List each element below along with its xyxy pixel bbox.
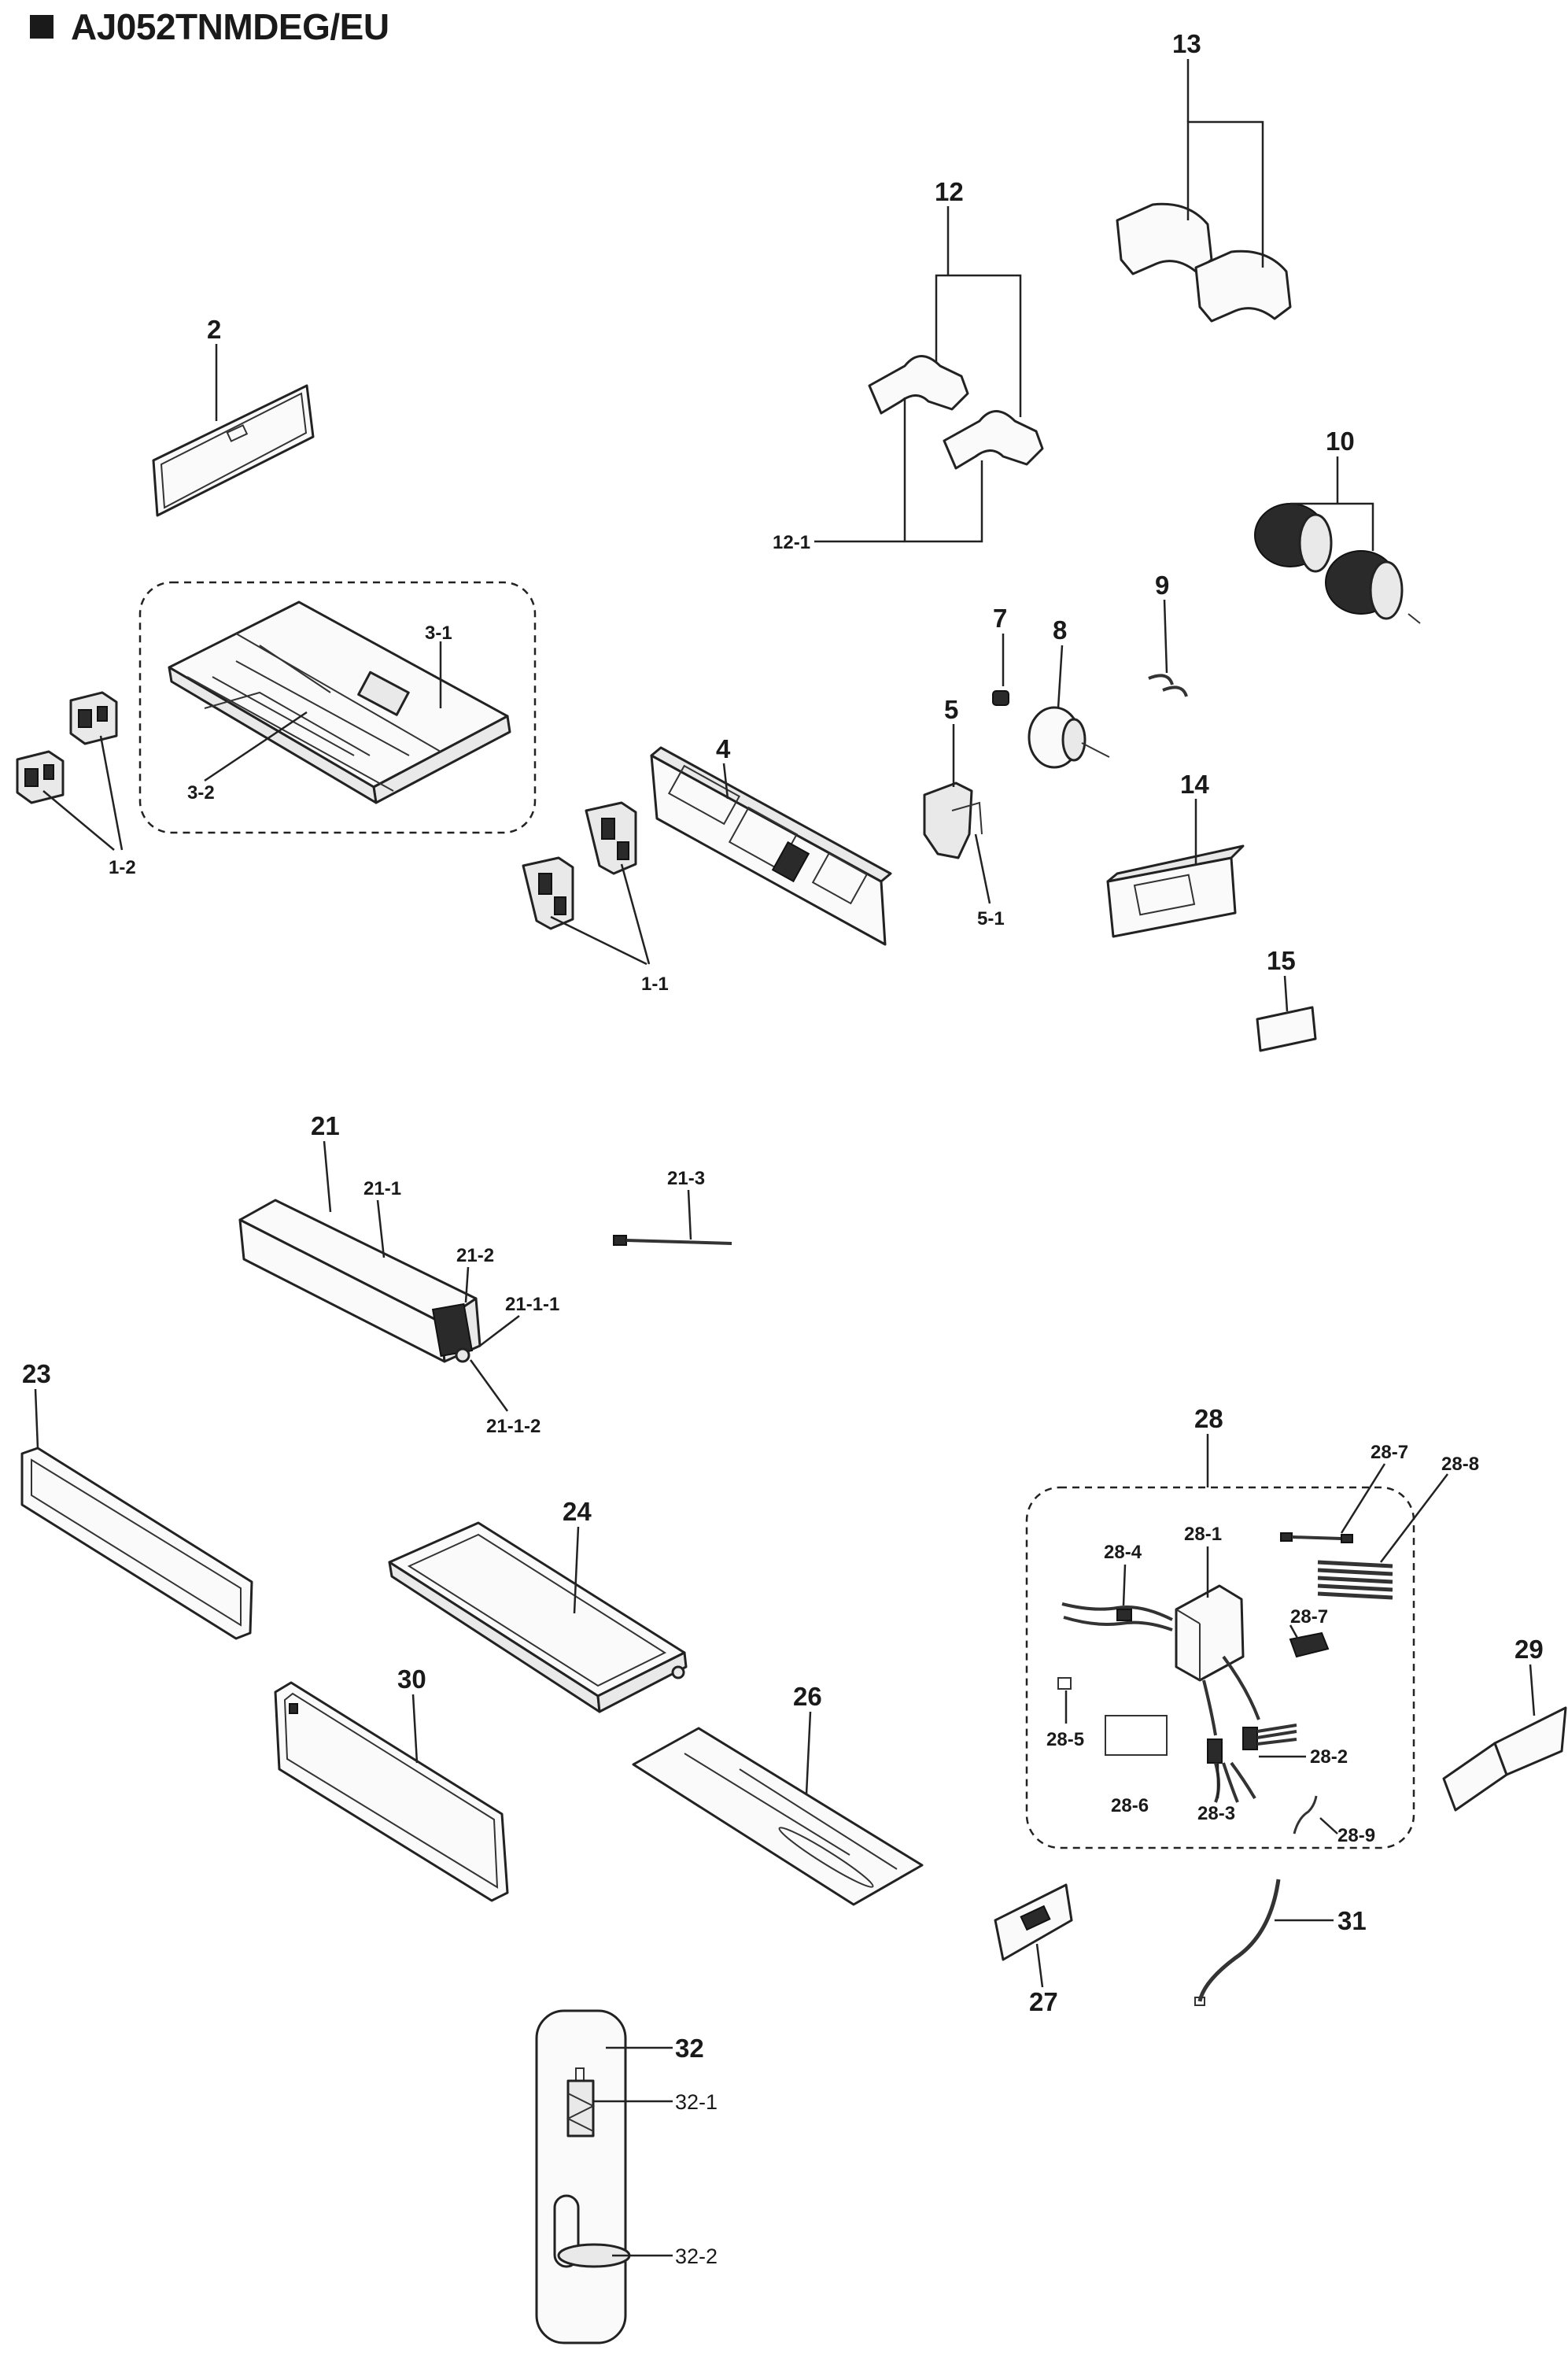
part-27-display-board: 27	[994, 1883, 1073, 2016]
part-32-2-drain-clamp	[553, 2194, 631, 2268]
part-7-cap: 7	[992, 604, 1009, 706]
label-21-1-2: 21-1-2	[486, 1416, 540, 1437]
label-27: 27	[1029, 1987, 1058, 2016]
part-12-lower-scroll-casings: 12 12-1	[773, 177, 1044, 553]
label-32-1: 32-1	[675, 2090, 718, 2114]
part-13-upper-scroll-casings: 13	[1116, 29, 1292, 323]
label-1-1: 1-1	[641, 974, 669, 995]
label-29: 29	[1515, 1635, 1544, 1664]
label-8: 8	[1053, 615, 1067, 645]
label-13: 13	[1172, 29, 1201, 58]
label-5: 5	[944, 695, 958, 724]
label-28-1: 28-1	[1184, 1524, 1222, 1545]
label-28-7-upper: 28-7	[1371, 1442, 1408, 1463]
label-2: 2	[207, 315, 221, 344]
part-1-2-brackets: 1-2	[16, 691, 136, 878]
part-28-8-harness-bundle	[1317, 1560, 1393, 1600]
label-23: 23	[22, 1359, 51, 1388]
label-28-8: 28-8	[1441, 1454, 1479, 1475]
part-21-3-sensor: 21-3	[613, 1168, 732, 1246]
part-2-side-panel: 2	[152, 315, 315, 517]
label-7: 7	[993, 604, 1007, 633]
label-21-1-1: 21-1-1	[505, 1294, 559, 1315]
part-29-cover-bracket: 29	[1442, 1635, 1567, 1812]
title-bullet-square	[30, 15, 53, 39]
part-8-fan-motor: 8	[1028, 615, 1110, 769]
label-32-2: 32-2	[675, 2245, 718, 2268]
part-31-drain-hose: 31	[1194, 1879, 1367, 2006]
part-28-control-kit-group: 28 28-1 28-4 28-7	[1025, 1404, 1479, 1849]
label-4: 4	[716, 734, 731, 763]
label-21-3: 21-3	[667, 1168, 705, 1189]
part-4-back-panel: 4	[650, 734, 892, 946]
label-28-6: 28-6	[1111, 1795, 1149, 1816]
label-28-4: 28-4	[1104, 1542, 1142, 1563]
part-10-blower-wheels: 10	[1254, 427, 1421, 624]
label-15: 15	[1267, 946, 1296, 975]
label-3-1: 3-1	[425, 623, 452, 644]
label-21: 21	[311, 1111, 340, 1140]
label-10: 10	[1326, 427, 1355, 456]
part-26-bottom-panel: 26	[632, 1682, 924, 1906]
label-1-2: 1-2	[109, 857, 136, 878]
label-28-5: 28-5	[1046, 1729, 1084, 1750]
part-15-small-bracket: 15	[1256, 946, 1317, 1052]
part-23-front-panel: 23	[20, 1359, 253, 1640]
label-3-2: 3-2	[187, 782, 215, 804]
label-28-3: 28-3	[1197, 1803, 1235, 1824]
label-12-1: 12-1	[773, 532, 810, 553]
label-21-2: 21-2	[456, 1245, 494, 1266]
diagram-header: AJ052TNMDEG/EU	[30, 5, 389, 49]
label-28-7-lower: 28-7	[1290, 1606, 1328, 1628]
part-32-accessory-kit: 32 32-1 32-2	[535, 2009, 718, 2344]
part-14-control-box-cover: 14	[1106, 770, 1245, 938]
part-30-filter-frame: 30	[274, 1665, 509, 1902]
label-5-1: 5-1	[977, 908, 1005, 929]
label-24: 24	[563, 1497, 592, 1526]
label-12: 12	[935, 177, 964, 206]
label-26: 26	[793, 1682, 822, 1711]
label-28-9: 28-9	[1337, 1825, 1375, 1846]
label-14: 14	[1180, 770, 1209, 799]
part-32-1-hanger-bolt	[566, 2067, 596, 2137]
part-9-clips: 9	[1148, 571, 1188, 697]
label-28: 28	[1194, 1404, 1223, 1433]
label-32: 32	[675, 2034, 704, 2063]
part-24-drain-pan: 24	[388, 1497, 688, 1713]
part-1-1-brackets: 1-1	[522, 801, 669, 995]
label-28-2: 28-2	[1310, 1746, 1348, 1768]
part-5-motor-bracket: 5 5-1	[923, 695, 1005, 929]
part-21-evaporator-coil: 21 21-1 21-2 21-1-1 21-1-2	[238, 1111, 559, 1437]
label-31: 31	[1337, 1906, 1367, 1935]
part-3-base-plate-group: 3-1 3-2	[138, 581, 537, 834]
model-title: AJ052TNMDEG/EU	[71, 6, 389, 47]
label-30: 30	[397, 1665, 426, 1694]
label-9: 9	[1155, 571, 1169, 600]
label-21-1: 21-1	[363, 1178, 401, 1199]
